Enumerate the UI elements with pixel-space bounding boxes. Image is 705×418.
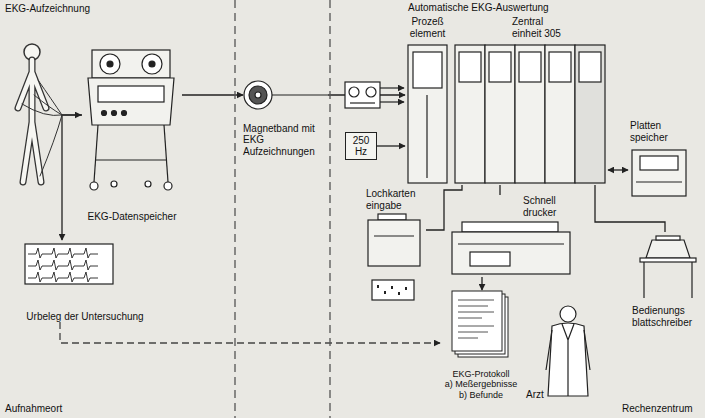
node-text: a) Meßergebnisse	[445, 379, 518, 389]
tape-unit: Magnetband mit EKG Aufzeichnungen	[243, 75, 328, 157]
process-unit: Prozeß element	[405, 16, 450, 185]
tape-reader	[345, 82, 404, 108]
node-text: Zentral einheit 305	[512, 16, 568, 39]
protocol-sheets	[452, 291, 508, 357]
console-unit: Bedienungs blattschreiber	[628, 232, 700, 328]
node-text: Platten speicher	[630, 120, 692, 143]
connector	[62, 115, 82, 240]
section-heading: EKG-Aufzeichnung	[5, 3, 90, 15]
connector	[481, 277, 482, 290]
printer-unit: Schnell drucker	[448, 195, 575, 277]
connector	[499, 185, 500, 195]
doctor-figure	[546, 306, 590, 396]
recorder-unit: EKG-Datenspeicher	[82, 40, 182, 222]
node-text: Urbeleg der Untersuchung	[26, 311, 143, 323]
connector	[608, 169, 628, 170]
node-text: Lochkarten eingabe	[366, 188, 426, 211]
node-text: EKG-Protokoll	[452, 369, 509, 379]
node-text: b) Befunde	[459, 390, 503, 400]
location-label: Rechenzentrum	[622, 403, 693, 415]
node-text: Magnetband mit EKG Aufzeichnungen	[243, 123, 328, 158]
location-label: Aufnahmeort	[5, 403, 62, 415]
doctor: Arzt	[524, 300, 590, 400]
console-typewriter	[640, 236, 696, 298]
node-text: EKG-Datenspeicher	[88, 211, 177, 223]
node-text: Prozeß element	[405, 16, 450, 39]
central-unit: Zentral einheit 305	[452, 16, 608, 185]
protocol-sheet: EKG-Protokolla) Meßergebnisseb) Befunde	[440, 290, 522, 400]
computer-cabinets	[408, 45, 605, 183]
node-text: Schnell drucker	[523, 195, 571, 218]
tape-reel	[244, 81, 328, 109]
connector	[60, 322, 440, 343]
connector	[426, 185, 462, 230]
record-strip: Urbeleg der Untersuchung	[20, 240, 150, 322]
separator-line	[235, 0, 330, 418]
connector	[377, 145, 405, 146]
patient-figure	[18, 44, 81, 182]
ecg-strip	[25, 244, 113, 284]
ecg-recorder	[88, 50, 174, 190]
disk-storage	[632, 150, 686, 196]
node-text: Arzt	[526, 389, 544, 401]
card-unit: Lochkarten eingabe	[362, 188, 426, 305]
node-text: Bedienungs blattschreiber	[632, 305, 700, 328]
line-printer	[452, 222, 570, 274]
clock-box: 250 Hz	[345, 132, 377, 160]
section-heading: Automatische EKG-Auswertung	[408, 2, 549, 14]
node-text: 250 Hz	[346, 135, 376, 158]
connector	[182, 94, 243, 95]
card-reader	[368, 214, 420, 300]
disk-unit: Platten speicher	[628, 120, 692, 200]
